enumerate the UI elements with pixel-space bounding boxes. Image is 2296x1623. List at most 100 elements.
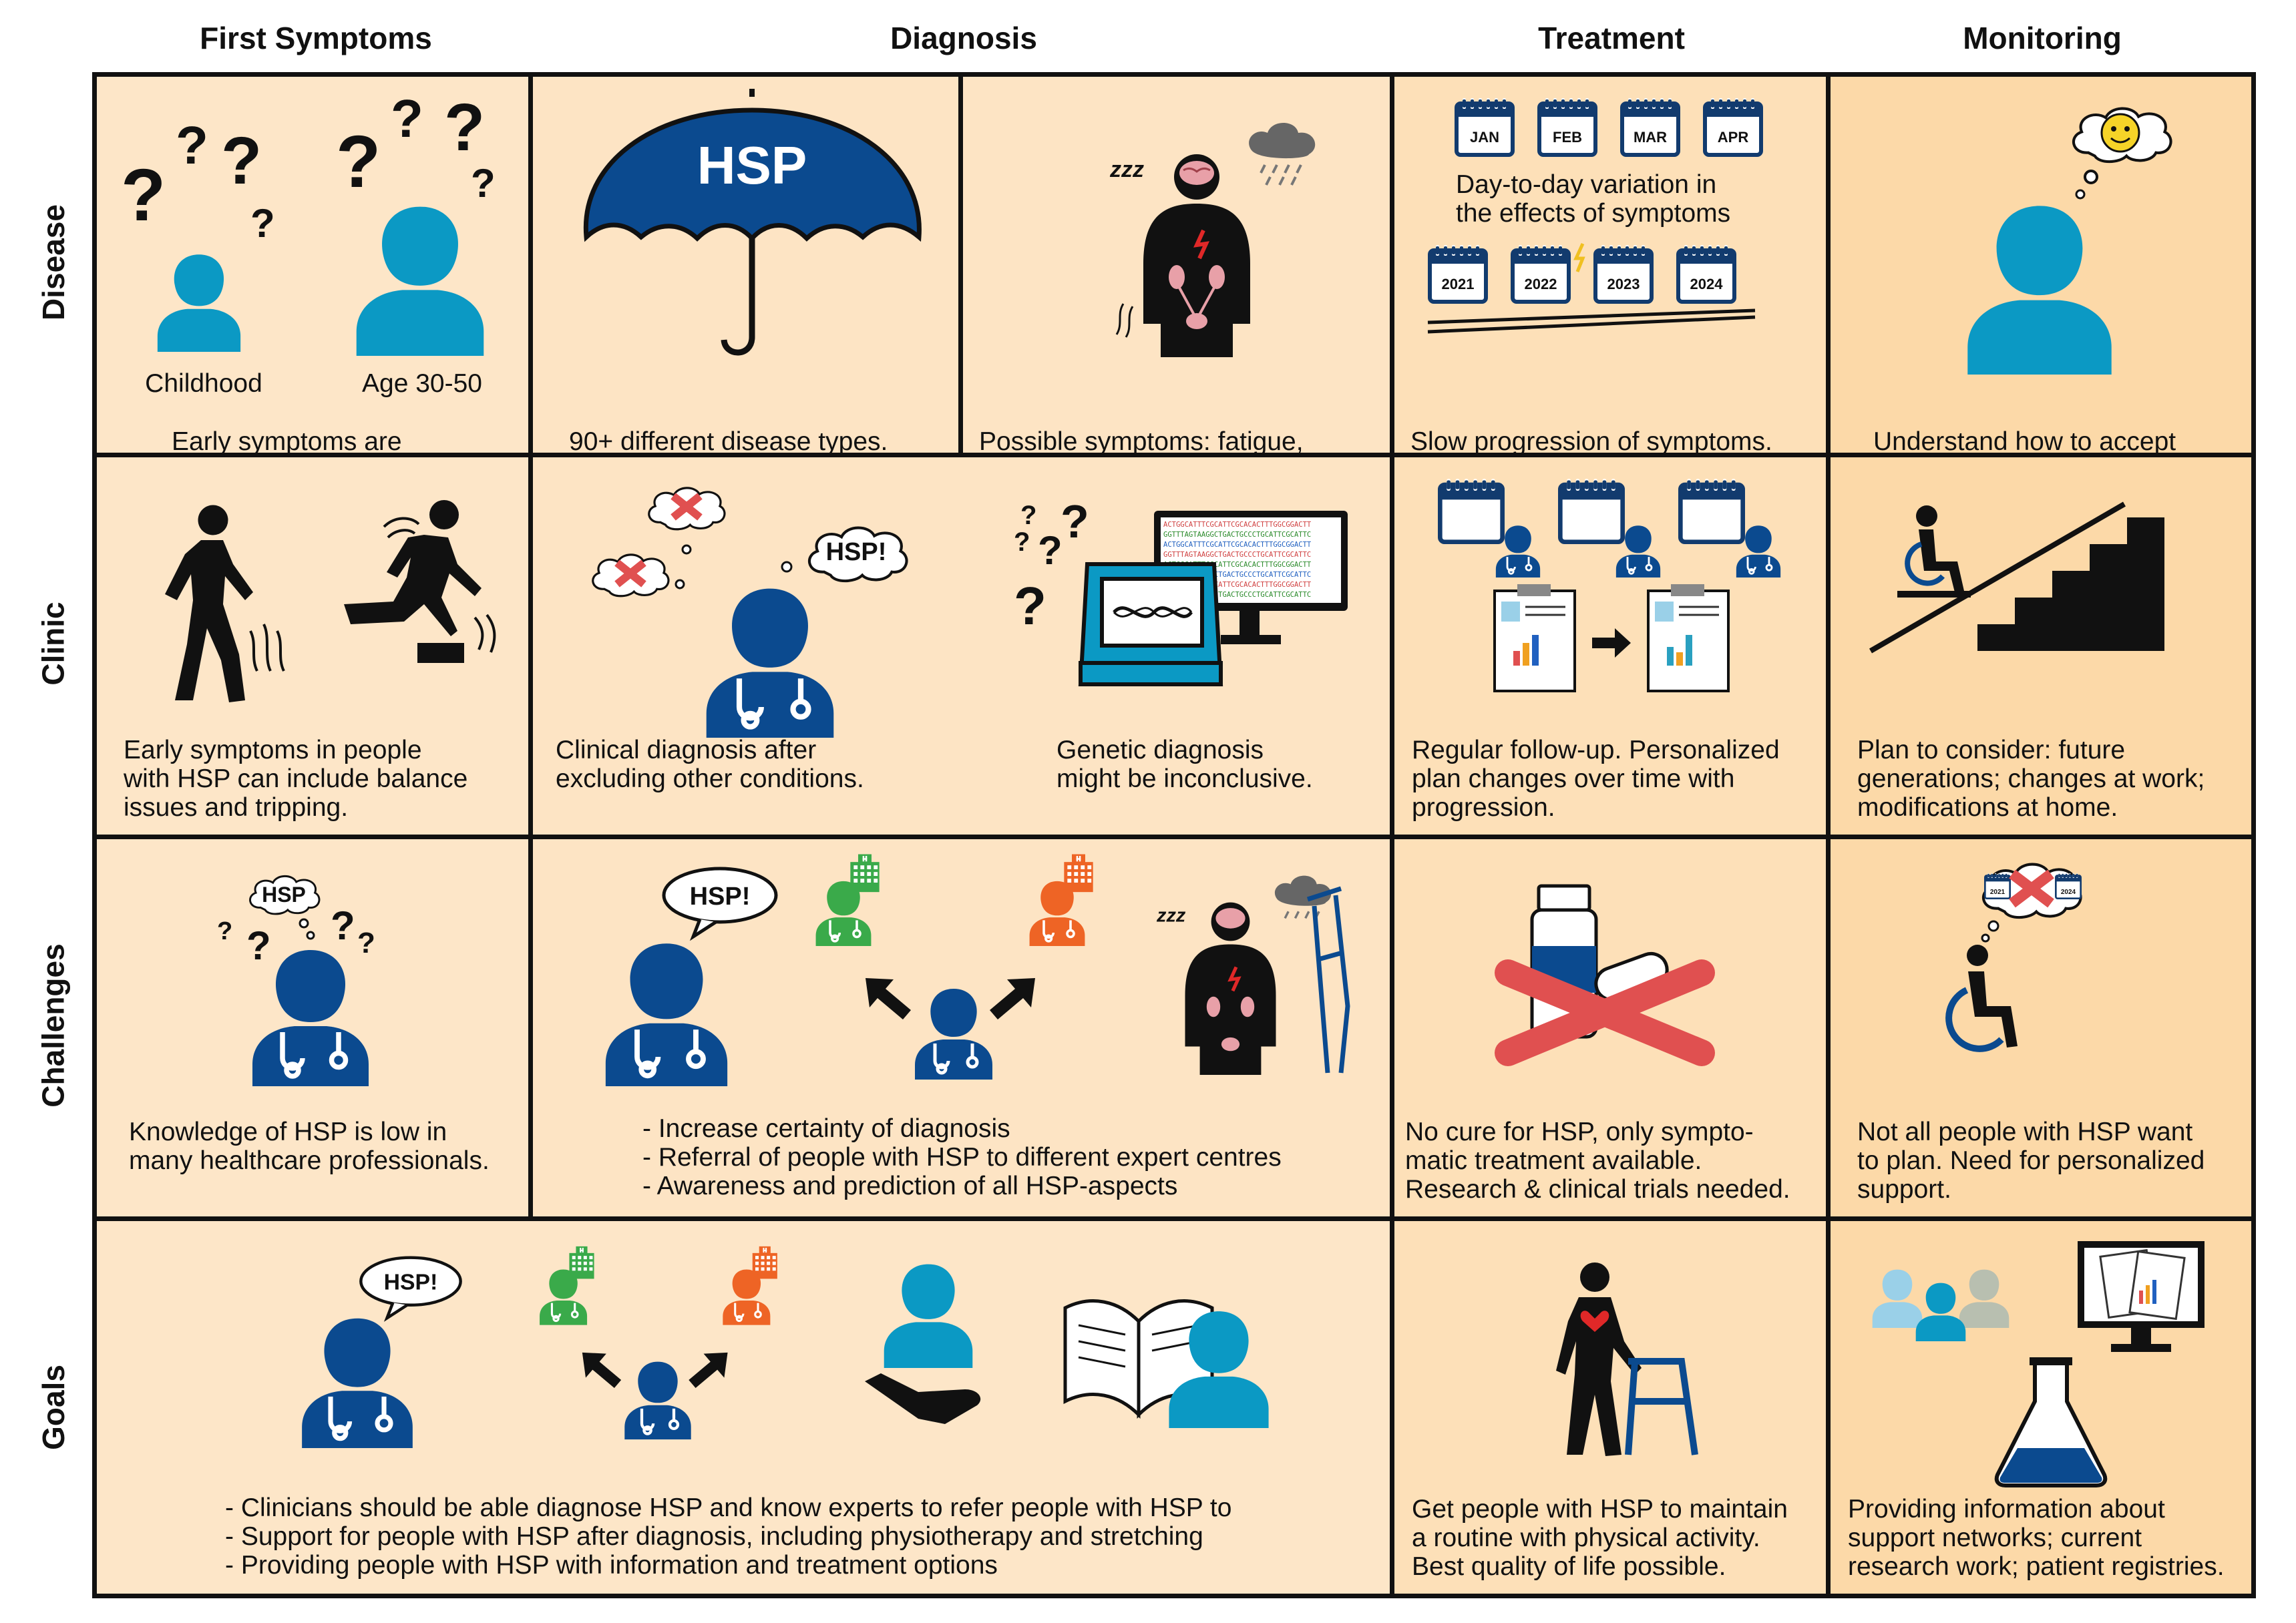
challenges-treatment-text: No cure for HSP, only sympto- matic trea… bbox=[1405, 1118, 1790, 1204]
month-label: MAR bbox=[1634, 129, 1667, 146]
month-label: JAN bbox=[1470, 129, 1499, 146]
confused-clinician-icon: HSP ?? ?? bbox=[217, 875, 375, 1086]
clinic-first-symptoms-text: Early symptoms in people with HSP can in… bbox=[124, 736, 468, 822]
svg-text:?: ? bbox=[1061, 495, 1089, 547]
crutch-icon bbox=[1306, 886, 1350, 1074]
svg-text:?: ? bbox=[357, 927, 375, 959]
referral-network-icon bbox=[814, 854, 1093, 1093]
year-calendars-icon: 2021 2022 2023 2024 bbox=[1427, 242, 1756, 334]
year-label: 2024 bbox=[1690, 276, 1724, 292]
bullet-item: - Clinicians should be able diagnose HSP… bbox=[225, 1493, 1232, 1522]
supporting-hand-icon bbox=[865, 1264, 981, 1424]
goals-monitoring-text: Providing information about support netw… bbox=[1848, 1495, 2225, 1581]
svg-text:GGTTTAGTAAGGCTGACTGCCCTGCATTCG: GGTTTAGTAAGGCTGACTGCCCTGCATTCGCATTC bbox=[1163, 551, 1311, 559]
svg-text:?: ? bbox=[250, 201, 275, 246]
cell-challenges-diagnosis: HSP! zzz - Increase certainty of diagnos… bbox=[528, 835, 1394, 1221]
svg-text:GGTTTAGTAAGGCTGACTGCCCTGCATTCG: GGTTTAGTAAGGCTGACTGCCCTGCATTCGCATTC bbox=[1163, 531, 1311, 539]
column-header-diagnosis: Diagnosis bbox=[890, 21, 1037, 55]
clinician-icon bbox=[600, 939, 733, 1086]
challenges-first-symptoms-text: Knowledge of HSP is low in many healthca… bbox=[129, 1118, 490, 1175]
svg-text:?: ? bbox=[221, 124, 262, 198]
svg-text:?: ? bbox=[1020, 501, 1036, 530]
month-label: FEB bbox=[1553, 129, 1582, 146]
stairlift-icon bbox=[1869, 501, 2164, 654]
computer-registry-icon bbox=[2078, 1241, 2205, 1352]
childhood-label: Childhood bbox=[145, 369, 262, 398]
tripping-person-icon bbox=[344, 500, 496, 663]
svg-text:?: ? bbox=[331, 903, 355, 948]
clinic-monitoring-text: Plan to consider: future generations; ch… bbox=[1857, 736, 2205, 822]
zzz-label: zzz bbox=[1156, 905, 1186, 927]
cell-clinic-first-symptoms: Early symptoms in people with HSP can in… bbox=[92, 453, 533, 839]
cell-challenges-monitoring: 2021 2024 Not all people with HSP want t… bbox=[1826, 835, 2256, 1221]
cell-clinic-diagnosis: HSP! ?? ?? ? ACTGGCATTTCGCATTCGCACACTTTG… bbox=[528, 453, 1394, 839]
svg-text:ACTGGCATTTCGCATTCGCACACTTTGGCG: ACTGGCATTTCGCATTCGCACACTTTGGCGGACTT bbox=[1163, 521, 1312, 529]
hsp-bubble-text: HSP! bbox=[384, 1270, 438, 1295]
cell-disease-treatment: JAN FEB MAR APR Day-to-day variation in … bbox=[1390, 72, 1831, 485]
bullet-item: - Providing people with HSP with informa… bbox=[225, 1551, 998, 1580]
svg-text:?: ? bbox=[444, 90, 485, 165]
body-symptoms-icon: zzz bbox=[1156, 875, 1332, 1075]
year-label: 2021 bbox=[1990, 889, 2005, 896]
column-header-treatment: Treatment bbox=[1538, 21, 1685, 55]
support-network-icon bbox=[1872, 1269, 2010, 1341]
child-person-icon bbox=[149, 252, 249, 352]
reading-book-icon bbox=[1063, 1299, 1269, 1428]
row-header-disease: Disease bbox=[36, 204, 71, 320]
variation-text: Day-to-day variation in the effects of s… bbox=[1456, 170, 1731, 228]
challenges-monitoring-text: Not all people with HSP want to plan. Ne… bbox=[1857, 1118, 2205, 1204]
body-symptoms-icon: zzz bbox=[1109, 123, 1316, 357]
genetic-sequencer-icon: ACTGGCATTTCGCATTCGCACACTTTGGCGGACTT GGTT… bbox=[1078, 511, 1348, 686]
cell-disease-monitoring: Understand how to accept life with HSP. bbox=[1826, 72, 2256, 485]
umbrella-icon: HSP bbox=[583, 89, 922, 356]
clinician-icon bbox=[297, 1315, 417, 1448]
cell-challenges-treatment: No cure for HSP, only sympto- matic trea… bbox=[1390, 835, 1831, 1221]
clinical-diagnosis-text: Clinical diagnosis after excluding other… bbox=[556, 736, 864, 793]
bullet-item: - Increase certainty of diagnosis bbox=[642, 1114, 1010, 1143]
year-label: 2021 bbox=[1442, 276, 1475, 292]
walker-exercise-icon bbox=[1556, 1262, 1698, 1456]
umbrella-hsp-label: HSP bbox=[697, 136, 807, 195]
cell-disease-diagnosis-symptoms: zzz Possible symptoms: fatigue, urinary … bbox=[958, 72, 1399, 513]
bullet-item: - Support for people with HSP after diag… bbox=[225, 1522, 1203, 1551]
cell-goals-monitoring: Providing information about support netw… bbox=[1826, 1216, 2256, 1598]
svg-text:?: ? bbox=[391, 89, 423, 148]
column-header-monitoring: Monitoring bbox=[1963, 21, 2122, 55]
row-header-goals: Goals bbox=[36, 1365, 71, 1450]
age-label: Age 30-50 bbox=[362, 369, 482, 398]
clipboard-icon bbox=[1647, 584, 1730, 692]
zzz-label: zzz bbox=[1109, 157, 1144, 182]
genetic-diagnosis-text: Genetic diagnosis might be inconclusive. bbox=[1057, 736, 1313, 793]
svg-text:?: ? bbox=[1038, 528, 1063, 573]
svg-text:?: ? bbox=[217, 917, 232, 945]
column-header-first-symptoms: First Symptoms bbox=[200, 21, 432, 55]
goals-treatment-text: Get people with HSP to maintain a routin… bbox=[1412, 1495, 1788, 1581]
clinic-treatment-text: Regular follow-up. Personalized plan cha… bbox=[1412, 736, 1780, 822]
svg-text:?: ? bbox=[336, 121, 381, 203]
row-header-clinic: Clinic bbox=[36, 602, 71, 686]
bullet-item: - Awareness and prediction of all HSP-as… bbox=[642, 1172, 1178, 1200]
flask-icon bbox=[1994, 1357, 2108, 1487]
speech-bubble-icon: HSP! bbox=[359, 1256, 462, 1322]
clinical-diagnosis-icon: HSP! bbox=[592, 487, 947, 738]
future-planning-icon: 2021 2024 bbox=[1945, 859, 2138, 1052]
hsp-bubble-text: HSP bbox=[262, 883, 306, 907]
cell-clinic-monitoring: Plan to consider: future generations; ch… bbox=[1826, 453, 2256, 839]
cell-disease-diagnosis-types: HSP 90+ different disease types. Misdiag… bbox=[528, 72, 963, 485]
svg-text:?: ? bbox=[121, 154, 166, 236]
cell-goals-treatment: Get people with HSP to maintain a routin… bbox=[1390, 1216, 1831, 1598]
svg-text:?: ? bbox=[1014, 576, 1046, 636]
cell-goals-first-diagnosis: HSP! - Clinicians should be able diagnos… bbox=[92, 1216, 1394, 1598]
challenges-diagnosis-bullets: - Increase certainty of diagnosis - Refe… bbox=[642, 1114, 1282, 1200]
bullet-item: - Referral of people with HSP to differe… bbox=[642, 1143, 1282, 1172]
hsp-bubble-text: HSP! bbox=[826, 538, 887, 566]
svg-text:?: ? bbox=[1014, 527, 1030, 557]
question-marks-icon: ?? ?? ? bbox=[1014, 495, 1089, 636]
year-label: 2024 bbox=[2061, 889, 2076, 896]
row-header-challenges: Challenges bbox=[36, 943, 71, 1108]
svg-text:?: ? bbox=[471, 161, 496, 206]
goals-bullets: - Clinicians should be able diagnose HSP… bbox=[225, 1493, 1231, 1580]
cell-clinic-treatment: Regular follow-up. Personalized plan cha… bbox=[1390, 453, 1831, 839]
svg-text:?: ? bbox=[176, 115, 208, 175]
svg-text:ACTGGCATTTCGCATTCGCACACTTTGGCG: ACTGGCATTTCGCATTCGCACACTTTGGCGGACTT bbox=[1163, 541, 1312, 549]
